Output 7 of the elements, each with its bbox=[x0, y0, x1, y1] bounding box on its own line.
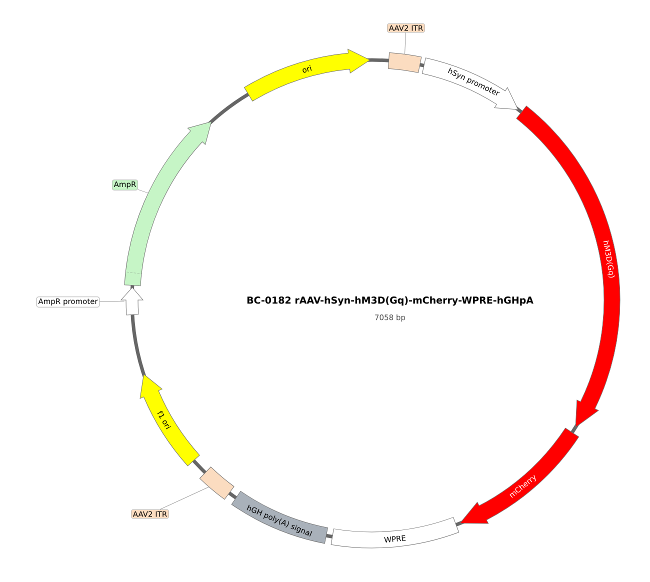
feature-segment bbox=[120, 287, 144, 316]
feature-block bbox=[199, 466, 234, 500]
leader-line bbox=[99, 300, 125, 302]
leader-line bbox=[160, 486, 210, 510]
leader-line bbox=[138, 189, 148, 194]
feature-block bbox=[388, 52, 422, 73]
leader-line bbox=[404, 32, 406, 55]
